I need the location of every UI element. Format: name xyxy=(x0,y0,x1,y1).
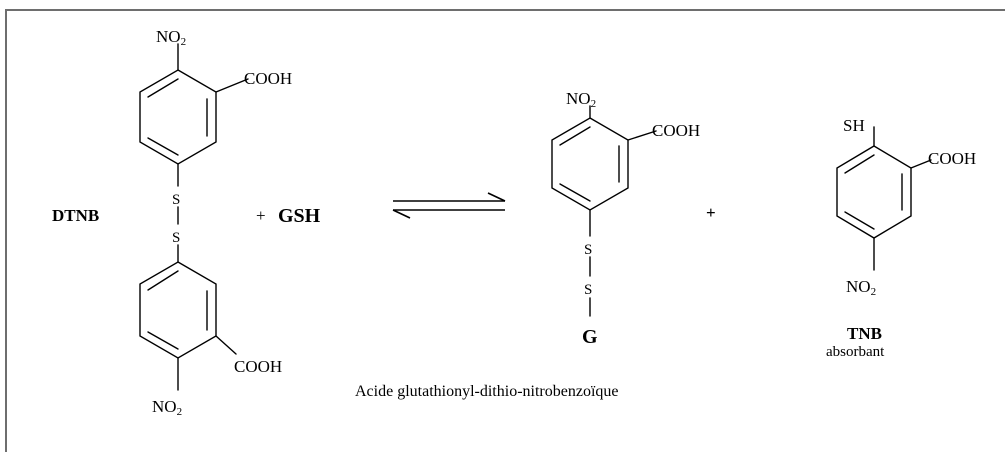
dtnb-disulfide-bridge: S S xyxy=(172,163,180,263)
plus-sign: + xyxy=(256,206,266,225)
carboxyl-group: COOH xyxy=(244,69,292,88)
carboxyl-bond xyxy=(627,130,657,141)
sulfur-atom: S xyxy=(172,192,180,208)
plus-sign: + xyxy=(706,203,716,222)
benzene-ring xyxy=(139,261,217,359)
mixed-disulfide-product: NO2 COOH S S G xyxy=(551,89,700,348)
carboxyl-group: COOH xyxy=(652,121,700,140)
nitro-group: NO2 xyxy=(566,89,596,110)
nitro-group: NO2 xyxy=(156,27,186,48)
sulfur-atom: S xyxy=(172,230,180,246)
carboxyl-group: COOH xyxy=(234,357,282,376)
sulfur-atom: S xyxy=(584,242,592,258)
benzene-ring xyxy=(836,145,912,239)
nitro-group: NO2 xyxy=(152,397,182,418)
tnb-sublabel: absorbant xyxy=(826,344,885,360)
sulfur-atom: S xyxy=(584,282,592,298)
carboxyl-bond xyxy=(910,159,932,169)
glutathione-label: G xyxy=(582,326,598,348)
nitro-group: NO2 xyxy=(846,277,876,298)
equilibrium-arrow xyxy=(392,192,506,219)
carboxyl-group: COOH xyxy=(928,149,976,168)
tnb-product: SH COOH NO2 TNB absorbant xyxy=(826,116,976,360)
thiol-group: SH xyxy=(843,116,865,135)
benzene-ring xyxy=(139,69,217,165)
product-name-caption: Acide glutathionyl-dithio-nitrobenzoïque xyxy=(355,383,619,400)
dtnb-bottom-ring: COOH NO2 xyxy=(139,261,282,418)
figure-frame xyxy=(5,9,1005,452)
carboxyl-bond xyxy=(215,335,237,355)
dtnb-top-ring: NO2 COOH xyxy=(139,27,292,165)
dtnb-label: DTNB xyxy=(52,206,99,225)
tnb-label: TNB xyxy=(847,324,882,343)
benzene-ring xyxy=(551,117,629,211)
carboxyl-bond xyxy=(215,78,249,93)
gsh-label: GSH xyxy=(278,205,321,227)
